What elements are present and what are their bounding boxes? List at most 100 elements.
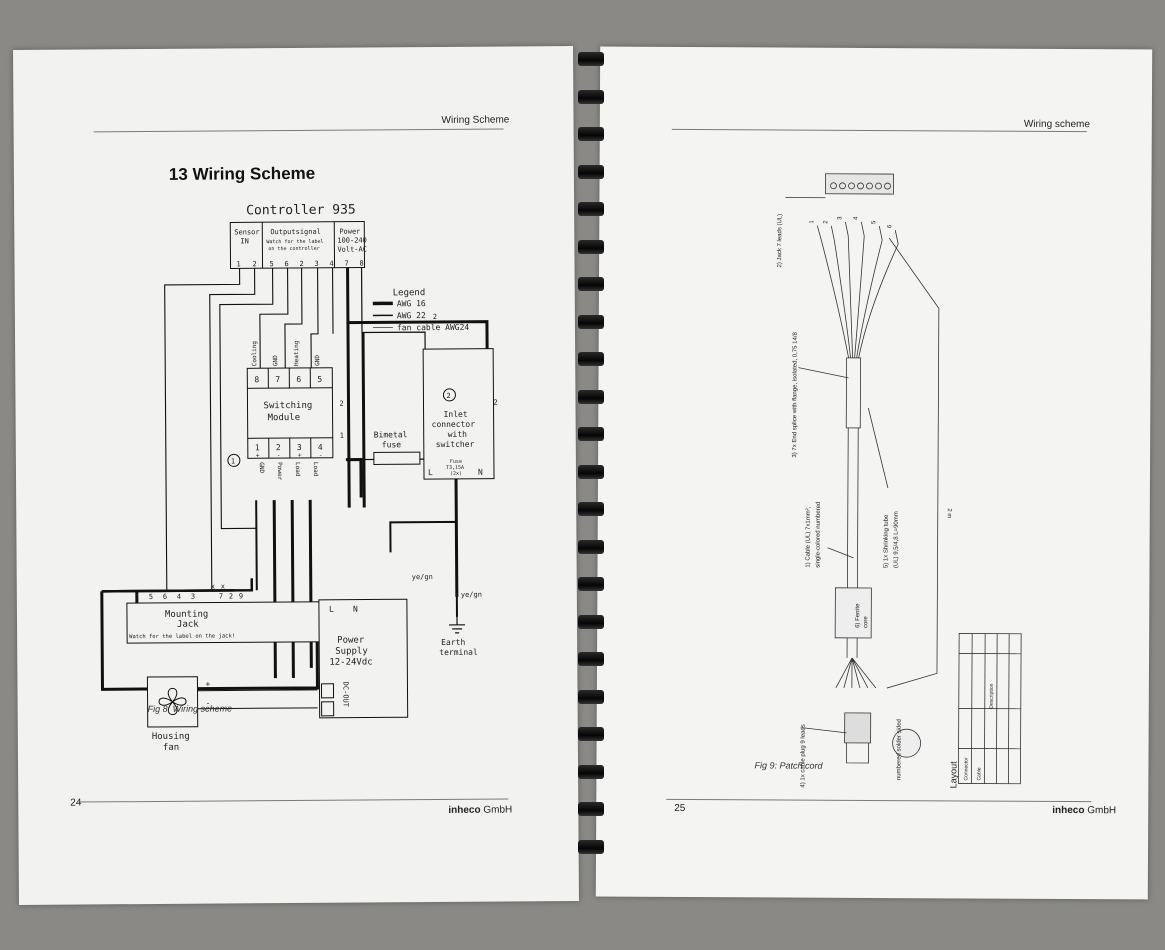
sm-top-num: 6 [296, 375, 301, 384]
brand-rest: GmbH [480, 804, 513, 816]
sm-bottom-sign: - [319, 452, 323, 459]
sm-top-num: 8 [254, 375, 259, 384]
inlet-terminal-l: L [428, 468, 433, 477]
sm-bottom-num: 4 [318, 443, 323, 452]
ferrite-1: 6) Ferrite [855, 603, 861, 628]
inlet-connector-box [422, 348, 495, 480]
mounting-jack-2: Jack [177, 620, 199, 630]
jack-pin: 9 [239, 592, 243, 600]
jack-mark: x [211, 583, 215, 591]
switching-module-1: Switching [263, 401, 312, 411]
inlet-4: switcher [436, 440, 475, 449]
layout-title: Layout [948, 761, 958, 789]
binding-ring [578, 239, 604, 254]
legend-awg22: AWG 22 [397, 311, 426, 320]
bimetal-2: fuse [382, 440, 402, 449]
item2-label: 2) Jack 7 leads (UL) [777, 214, 783, 268]
dc-out: DC-OUT [341, 682, 349, 708]
lead-number: 2 [823, 220, 829, 224]
lead-number: 4 [853, 216, 859, 220]
terminal-num: 6 [284, 260, 288, 268]
jack-pin: 3 [191, 593, 195, 601]
inlet-terminal-n: N [478, 468, 483, 477]
inlet-3: with [448, 430, 468, 439]
ps-3: 12-24Vdc [329, 657, 372, 667]
sm-bottom-num: 3 [297, 443, 302, 452]
left-page: Wiring Scheme 13 Wiring Scheme [13, 46, 579, 905]
power-block-2: 100-240 [337, 236, 367, 244]
ps-1: Power [337, 636, 365, 646]
sm-bottom-sign: - [277, 452, 281, 459]
sm-top-label: GND [272, 355, 279, 366]
wire-number: 1 [340, 432, 344, 440]
brand-rest: GmbH [1084, 805, 1117, 817]
sm-bottom-label: GND [258, 462, 265, 473]
sm-top-num: 7 [275, 375, 280, 384]
binding-ring [578, 427, 604, 441]
inlet-2: connector [432, 420, 476, 429]
header-rule [93, 128, 504, 133]
binding-ring [578, 539, 604, 554]
jack-pin: 6 [163, 593, 167, 601]
terminal-num: 1 [236, 260, 240, 268]
terminal-num: 5 [269, 260, 273, 268]
jack-pin: 1 [135, 593, 139, 601]
earth-2: terminal [439, 648, 478, 657]
jack-pin: 4 [177, 593, 181, 601]
controller-box [229, 221, 366, 269]
page-number: 24 [70, 797, 82, 809]
switching-module-2: Module [268, 413, 301, 423]
ferrite-core [834, 587, 872, 639]
binding-ring [578, 614, 604, 629]
ps-terminal-n: N [353, 605, 358, 614]
lead-number: 6 [887, 224, 893, 228]
sm-top-label: Cooling [251, 341, 258, 367]
binding-ring [578, 352, 604, 366]
legend-title: Legend [393, 288, 426, 298]
item4-label: 4) 1x cable plug 9 leads [800, 724, 806, 787]
sm-bottom-label: Power [276, 462, 283, 480]
sm-bottom-num: 2 [276, 443, 281, 452]
item3-label: 3) 7x End splice with flange, isolated, … [792, 331, 799, 457]
wiring-diagram: Controller 935 Sensor IN Outputsignal Wa… [100, 203, 498, 753]
item1a-label: 1) Cable (UL) 7x1mm², [806, 506, 812, 567]
outputsignal-2: Watch for the label [266, 239, 323, 245]
power-block-1: Power [339, 228, 360, 236]
binding-ring [578, 389, 604, 404]
terminal-num: 2 [252, 260, 256, 268]
binding-ring [578, 464, 604, 479]
sm-bottom-num: 1 [255, 443, 260, 452]
binding-ring [578, 52, 604, 66]
layout-header: Connector [963, 757, 969, 780]
binding-ring [578, 89, 604, 104]
fan-plus: + [205, 680, 210, 689]
footer-rule [666, 798, 1092, 803]
length-label: 2 m [946, 508, 952, 518]
terminal-num: 3 [314, 260, 318, 268]
sm-bottom-label: Load [312, 462, 319, 477]
sm-bottom-sign: + [256, 452, 260, 459]
patch-cord-diagram: 2) Jack 7 leads (UL) 3) 7x End splice wi… [777, 173, 1022, 789]
ye-gn-1: ye/gn [412, 573, 433, 581]
terminal-num: 7 [344, 260, 348, 268]
binding-ring [578, 689, 604, 704]
jack-note: Watch for the label on the jack! [129, 633, 235, 640]
binding-ring [578, 577, 604, 591]
earth-1: Earth [441, 638, 465, 647]
fuse-3: (2x) [450, 471, 462, 477]
wire-number: 2 [493, 399, 497, 407]
legend-awg16: AWG 16 [397, 299, 426, 308]
binding-ring [578, 802, 604, 816]
sm-top-num: 5 [317, 375, 322, 384]
ps-terminal-l: L [329, 605, 334, 614]
lead-number: 1 [809, 220, 815, 224]
circle-1-label: 1 [231, 457, 235, 465]
shrink-tube [845, 357, 862, 429]
fuse-2: T3,15A [446, 465, 464, 471]
ps-2: Supply [335, 646, 368, 656]
outputsignal-1: Outputsignal [270, 228, 321, 236]
footer-brand: inheco GmbH [1052, 805, 1116, 816]
outputsignal-3: on the controller [268, 246, 319, 252]
binding-ring [578, 839, 604, 854]
mounting-jack-1: Mounting [165, 610, 208, 620]
